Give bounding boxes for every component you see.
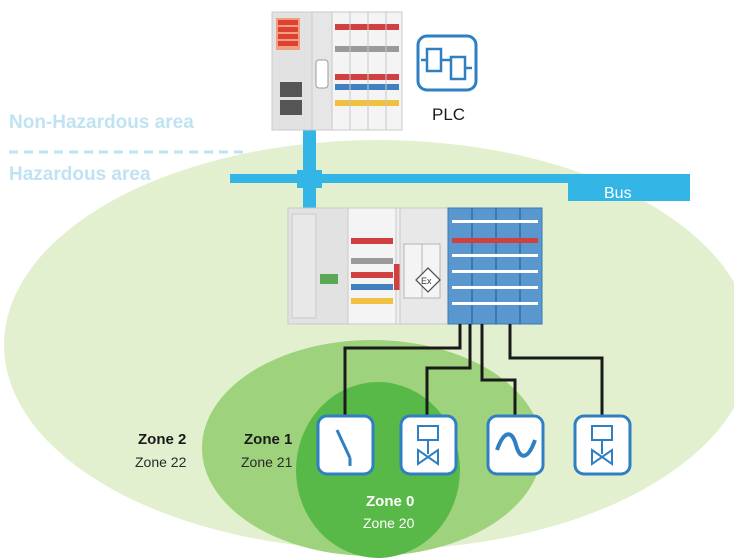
field-wiring: [343, 324, 604, 416]
plc-label: PLC: [432, 105, 465, 124]
plc-controller: [271, 11, 403, 131]
zone-2-label: Zone 2: [138, 431, 186, 448]
non-hazardous-label: Non-Hazardous area: [9, 112, 194, 133]
zone-22-label: Zone 22: [135, 454, 187, 470]
bus-label: Bus: [604, 185, 632, 202]
zone-0-label: Zone 0: [366, 493, 414, 510]
zone-21-label: Zone 21: [241, 454, 293, 470]
signal-wave-icon: [486, 414, 545, 476]
switch-icon: [316, 414, 375, 476]
svg-text:Ex: Ex: [421, 276, 432, 286]
plc-icon: [416, 34, 478, 92]
bus-line: [230, 120, 690, 218]
ex-symbol-icon: Ex: [415, 267, 441, 293]
hazardous-label: Hazardous area: [9, 164, 151, 185]
valve-icon: [399, 414, 458, 476]
zone-20-label: Zone 20: [363, 515, 415, 531]
zone-1-label: Zone 1: [244, 431, 292, 448]
valve-icon: [573, 414, 632, 476]
io-station: Ex: [287, 207, 543, 325]
